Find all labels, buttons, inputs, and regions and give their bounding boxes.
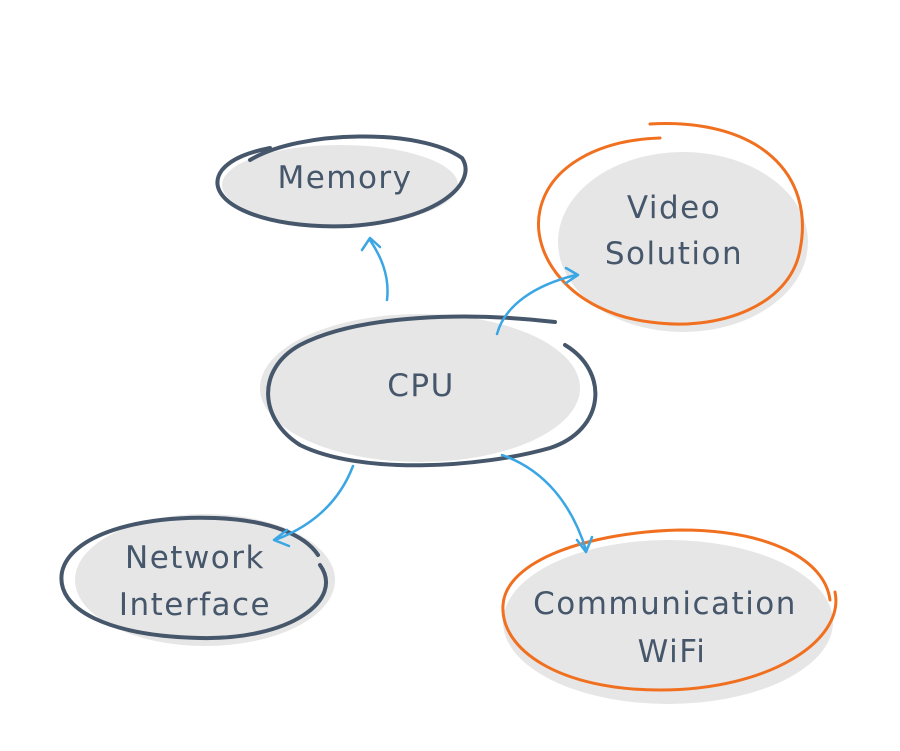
wifi-label-line1: Communication	[533, 586, 797, 622]
network-label-line1: Network	[125, 540, 265, 576]
video-label-line1: Video	[627, 190, 721, 226]
arrowhead-icon	[272, 528, 291, 548]
network-outline	[59, 515, 328, 641]
edge-cpu-network	[272, 464, 355, 548]
arrowhead-icon	[564, 266, 580, 285]
video-outline	[537, 122, 804, 326]
node-video-solution[interactable]: Video Solution	[537, 122, 808, 332]
memory-outline	[215, 134, 468, 229]
network-label-line2: Interface	[119, 587, 271, 623]
wifi-outline	[501, 528, 838, 692]
node-network-interface[interactable]: Network Interface	[59, 514, 335, 646]
node-memory[interactable]: Memory	[215, 134, 468, 229]
arrowhead-icon	[360, 236, 382, 252]
node-communication-wifi[interactable]: Communication WiFi	[501, 528, 838, 704]
cpu-label: CPU	[387, 368, 455, 404]
edge-cpu-memory	[360, 236, 389, 302]
node-cpu[interactable]: CPU	[260, 314, 598, 468]
arrowhead-icon	[575, 535, 594, 554]
edge-cpu-video	[495, 266, 580, 336]
edge-cpu-wifi	[500, 453, 594, 554]
video-label-line2: Solution	[605, 236, 743, 272]
memory-label: Memory	[277, 160, 412, 196]
wifi-label-line2: WiFi	[638, 634, 707, 670]
cpu-outline	[266, 314, 598, 468]
